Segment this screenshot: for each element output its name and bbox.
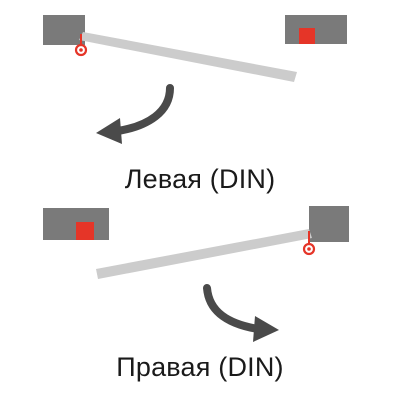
curved-arrow-head — [96, 118, 122, 144]
right-door-caption: Правая (DIN) — [116, 352, 284, 382]
hinge-circle-center — [79, 48, 83, 52]
left-door-diagram: Левая (DIN) — [43, 15, 347, 194]
curved-arrow-icon — [114, 84, 174, 135]
left-door-caption: Левая (DIN) — [124, 164, 276, 194]
curved-arrow-icon — [203, 284, 262, 333]
left-frame-block — [43, 15, 85, 45]
door-leaf — [79, 32, 297, 82]
door-leaf — [96, 229, 312, 279]
right-door-diagram: Правая (DIN) — [0, 200, 400, 400]
curved-arrow-head — [253, 316, 279, 342]
strike-plate-icon — [76, 222, 94, 240]
hinge-circle-center — [307, 247, 311, 251]
left-door-svg — [43, 15, 347, 144]
right-frame-block — [285, 15, 347, 44]
right-door-svg — [43, 206, 349, 342]
strike-plate-icon — [299, 28, 315, 44]
right-frame-block — [309, 206, 349, 242]
